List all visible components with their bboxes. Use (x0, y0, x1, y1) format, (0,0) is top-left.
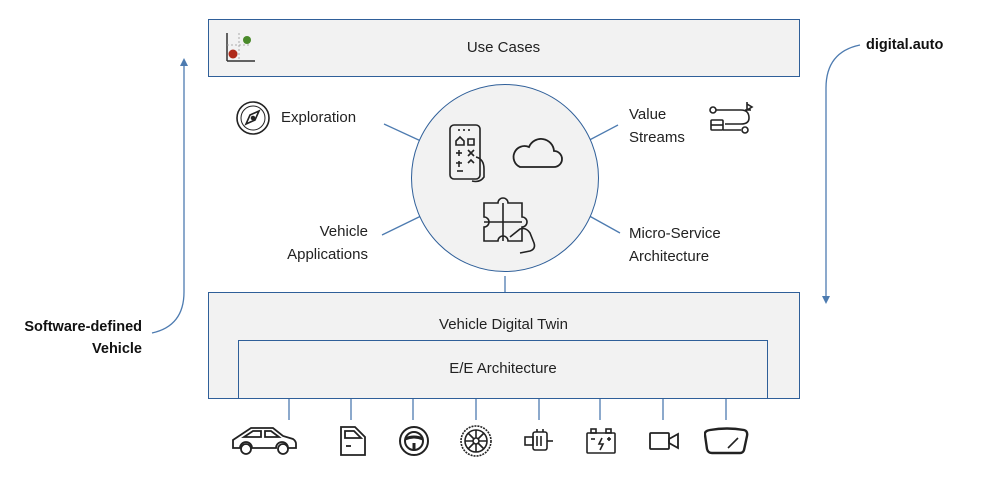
smartphone-apps-icon (446, 123, 498, 190)
software-defined-vehicle-label: Software-defined Vehicle (24, 319, 142, 357)
motor-icon (523, 428, 555, 459)
use-cases-bar: Use Cases (208, 19, 800, 77)
workflow-icon (707, 100, 755, 145)
connector-vehicle-apps (381, 215, 422, 236)
cloud-icon (508, 133, 564, 178)
micro-service-label: Micro-Service Architecture (629, 225, 721, 265)
value-streams-label: Value Streams (629, 106, 685, 146)
wheel-icon (459, 424, 493, 463)
use-cases-label: Use Cases (466, 39, 541, 56)
puzzle-icon (480, 197, 538, 260)
hub-circle (411, 84, 599, 272)
windshield-icon (703, 426, 750, 461)
compass-icon (234, 99, 272, 142)
sdv-arrow (151, 66, 185, 334)
car-body-icon (230, 424, 298, 463)
steering-wheel-icon (397, 424, 431, 463)
exploration-label: Exploration (281, 109, 357, 126)
connector-exploration (383, 123, 424, 143)
ee-architecture-box: E/E Architecture (238, 340, 768, 398)
battery-icon (584, 426, 618, 461)
scatter-chart-icon (223, 31, 257, 72)
digital-auto-label: digital.auto (866, 37, 944, 53)
ee-architecture-label: E/E Architecture (449, 360, 557, 377)
vehicle-applications-label: Vehicle Applications (287, 223, 368, 263)
vehicle-digital-twin-label: Vehicle Digital Twin (439, 316, 568, 333)
car-door-icon (338, 424, 368, 463)
camera-icon (647, 429, 681, 458)
digital-auto-arrow (825, 44, 861, 296)
